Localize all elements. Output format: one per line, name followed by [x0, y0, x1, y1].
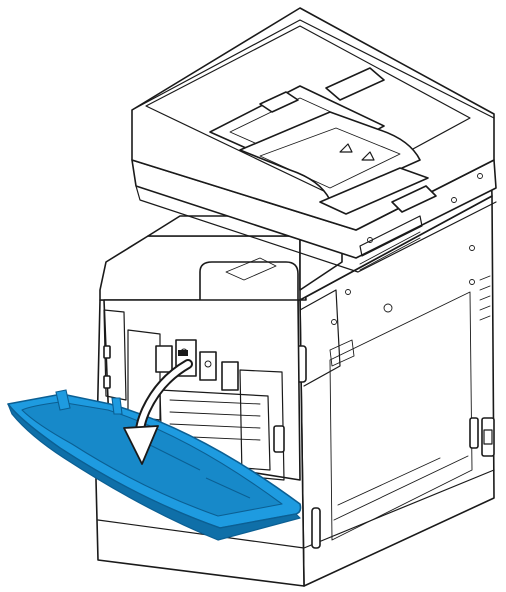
curved-arrow-icon	[123, 359, 193, 465]
front-door	[7, 389, 302, 541]
scanner-unit	[131, 7, 497, 273]
